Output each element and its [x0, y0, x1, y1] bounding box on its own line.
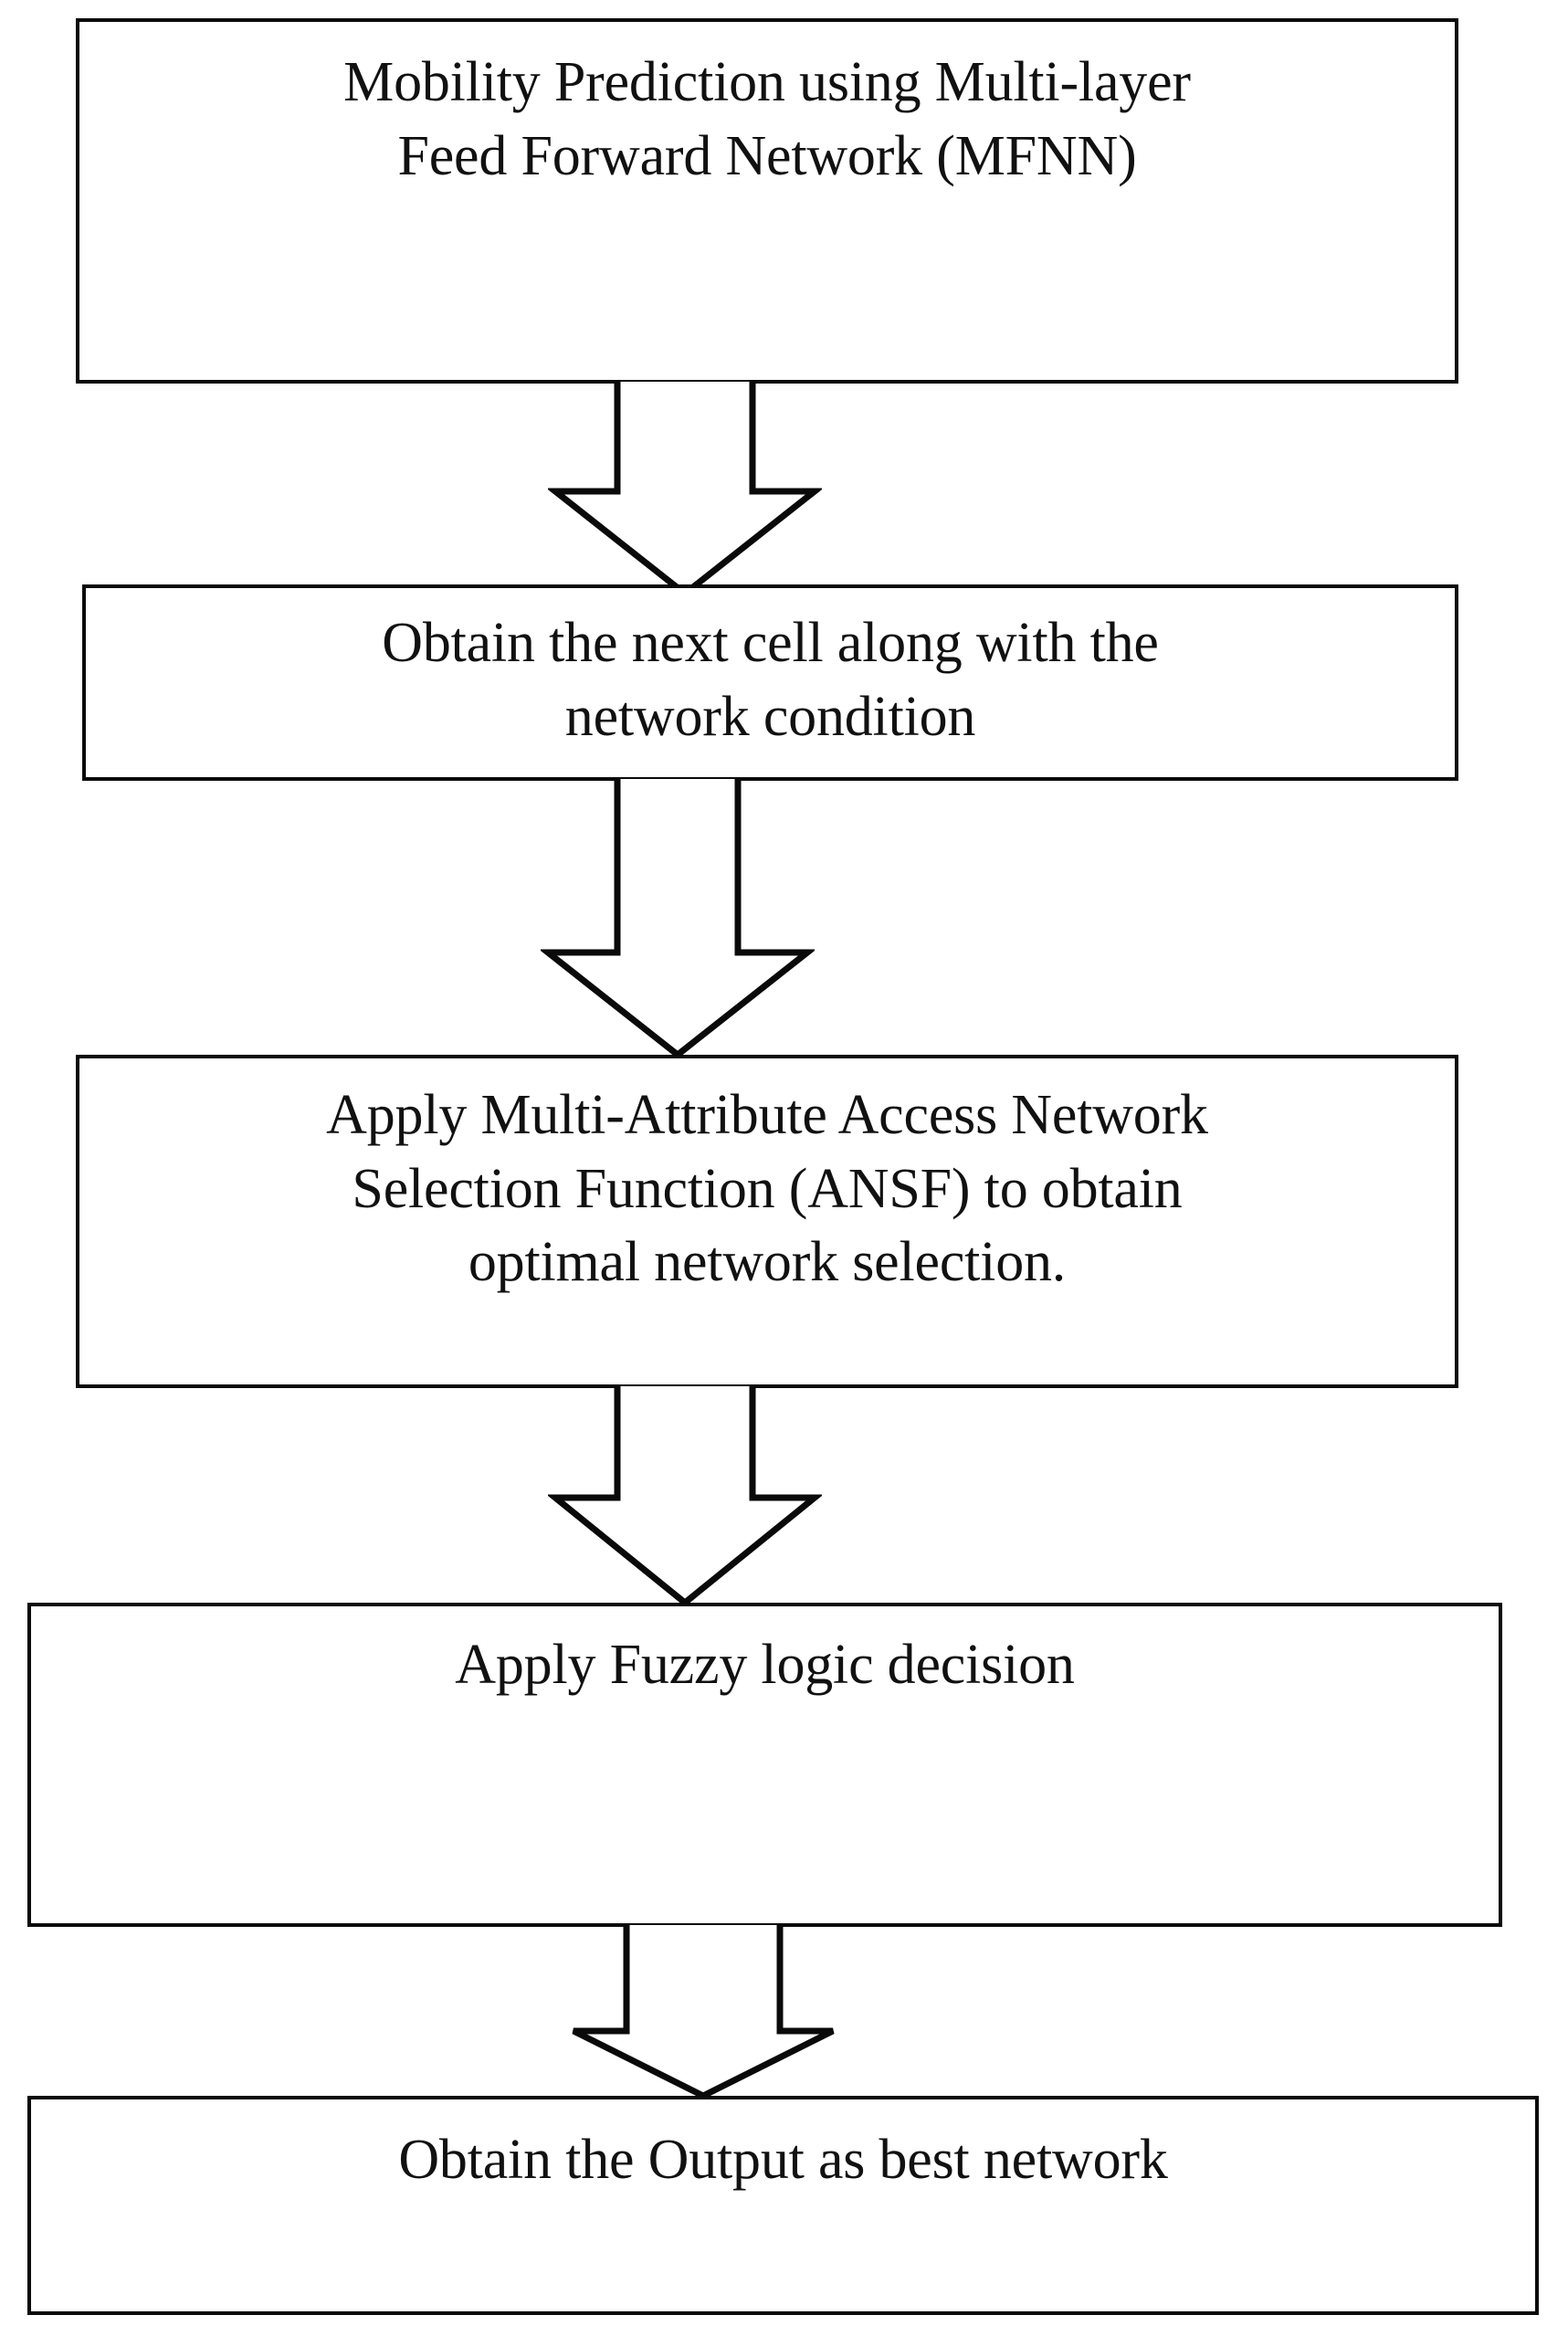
- arrow-down-icon: [548, 1386, 822, 1605]
- flow-node-obtain-next-cell[interactable]: Obtain the next cell along with the netw…: [82, 584, 1458, 781]
- flow-node-mobility-prediction[interactable]: Mobility Prediction using Multi-layer Fe…: [76, 18, 1458, 384]
- flow-node-label: Apply Multi-Attribute Access Network Sel…: [326, 1084, 1208, 1294]
- flow-node-apply-fuzzy-logic[interactable]: Apply Fuzzy logic decision: [27, 1603, 1502, 1927]
- flow-connector-arrow-down: [548, 382, 822, 595]
- flow-node-label: Apply Fuzzy logic decision: [455, 1634, 1075, 1696]
- flow-connector-arrow-down: [541, 779, 815, 1057]
- flow-node-obtain-output[interactable]: Obtain the Output as best network: [27, 2096, 1539, 2315]
- flow-connector-arrow-down: [548, 1386, 822, 1605]
- arrow-down-icon: [548, 382, 822, 595]
- arrow-down-icon: [572, 1925, 835, 2098]
- arrow-down-icon: [541, 779, 815, 1057]
- flow-node-label: Mobility Prediction using Multi-layer Fe…: [343, 51, 1191, 187]
- flow-connector-arrow-down: [566, 1925, 840, 2098]
- flow-node-apply-ansf[interactable]: Apply Multi-Attribute Access Network Sel…: [76, 1055, 1458, 1388]
- flow-node-label: Obtain the next cell along with the netw…: [382, 612, 1159, 748]
- flow-node-label: Obtain the Output as best network: [398, 2129, 1168, 2191]
